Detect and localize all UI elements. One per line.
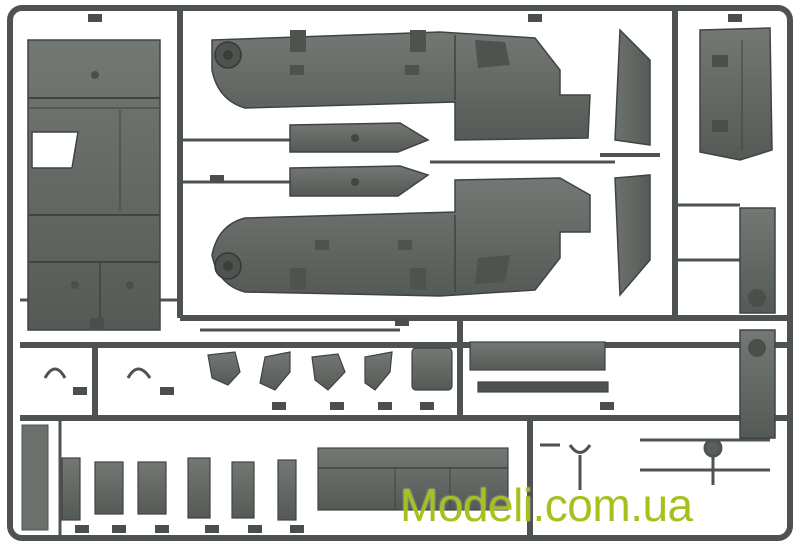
fender-plate-parts <box>289 122 430 197</box>
tool-parts <box>568 438 723 490</box>
small-parts-row <box>207 341 609 393</box>
lower-hull-side-part <box>211 177 591 297</box>
side-panel-parts <box>739 207 776 439</box>
hull-plate-part <box>27 39 161 331</box>
watermark-text: Modeli.com.ua <box>400 479 693 531</box>
upper-hull-side-part <box>211 30 591 141</box>
bottom-parts-row <box>61 447 509 521</box>
rear-plate-part <box>699 27 773 161</box>
part-number-tags <box>73 14 742 533</box>
sprue-label-strip <box>21 424 49 531</box>
runner-frame <box>7 5 793 541</box>
glacis-plate-parts <box>600 28 660 297</box>
bracket-parts <box>43 367 152 379</box>
